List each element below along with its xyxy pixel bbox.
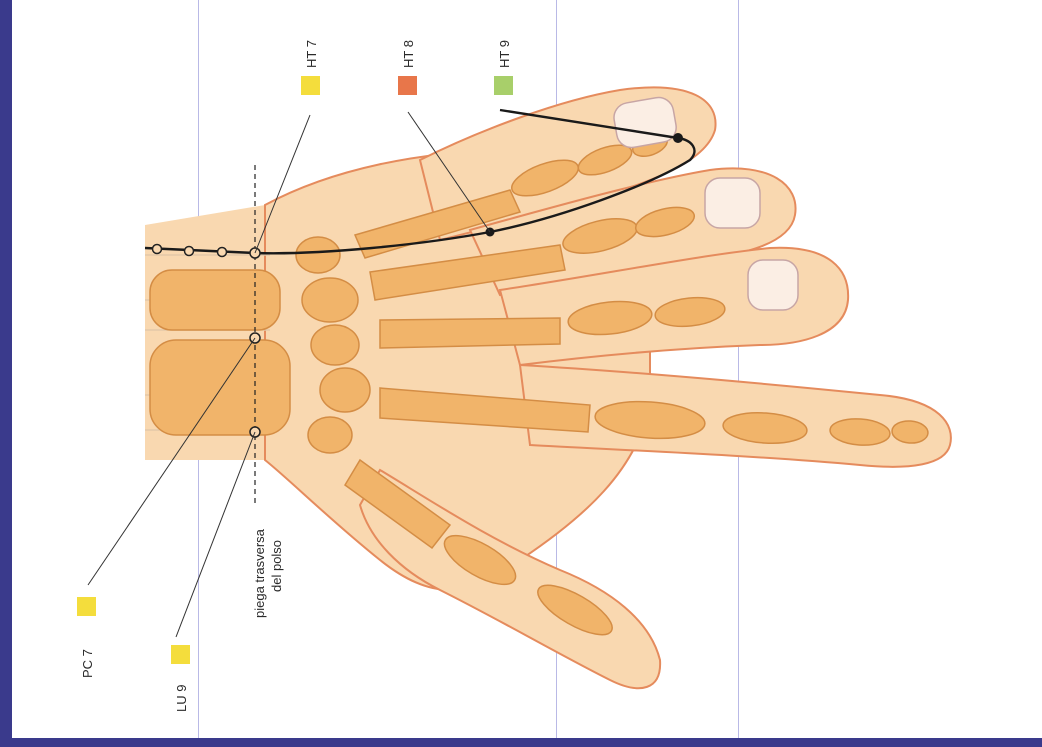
ht9-marker [494,76,513,95]
pc7-label: PC 7 [80,649,95,678]
ht8-marker [398,76,417,95]
ht7-label: HT 7 [304,40,319,68]
ht9-label: HT 9 [497,40,512,68]
page-frame-bottom [0,738,1042,747]
lu9-label: LU 9 [174,685,189,712]
ht7-marker [301,76,320,95]
pc7-marker [77,597,96,616]
ht9-point [673,133,683,143]
lu9-marker [171,645,190,664]
ht8-label: HT 8 [401,40,416,68]
crease-label-line2: del polso [269,540,284,592]
crease-label-line1: piega trasversa [252,528,267,618]
